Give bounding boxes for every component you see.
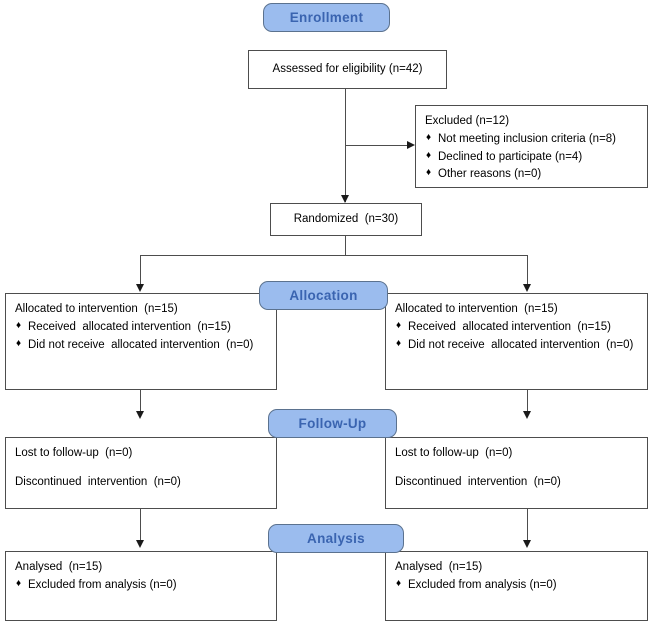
bullet-icon: ♦ — [426, 167, 432, 179]
analysis-right-item-text: Excluded from analysis (n=0) — [408, 578, 557, 591]
stage-banner-analysis-label: Analysis — [307, 531, 365, 546]
analysis-right-title: Analysed (n=15) — [395, 561, 483, 573]
arrowhead-to-excluded — [407, 141, 415, 149]
list-item: ♦ Did not receive allocated intervention … — [395, 337, 638, 355]
followup-right-lost: Lost to follow-up (n=0) — [395, 447, 513, 459]
excluded-reason-text: Declined to participate (n=4) — [438, 150, 583, 163]
arrowhead-left-followup — [136, 411, 144, 419]
box-assessed-for-eligibility: Assessed for eligibility (n=42) — [248, 50, 447, 89]
connector-left-allocation-to-followup — [140, 390, 141, 413]
stage-banner-allocation: Allocation — [259, 281, 388, 310]
connector-right-allocation-to-followup — [527, 390, 528, 413]
bullet-icon: ♦ — [396, 319, 402, 331]
box-analysis-left: Analysed (n=15) ♦ Excluded from analysis … — [5, 551, 277, 621]
connector-randomized-split — [140, 255, 528, 256]
followup-left-lost: Lost to follow-up (n=0) — [15, 447, 133, 459]
arrowhead-left-analysis — [136, 540, 144, 548]
allocation-left-title: Allocated to intervention (n=15) — [15, 303, 178, 315]
allocation-right-item-text: Did not receive allocated intervention (… — [408, 338, 634, 351]
randomized-text: Randomized (n=30) — [293, 212, 399, 225]
arrowhead-right-allocation — [523, 284, 531, 292]
box-analysis-right: Analysed (n=15) ♦ Excluded from analysis … — [385, 551, 648, 621]
bullet-icon: ♦ — [396, 577, 402, 589]
allocation-right-item-text: Received allocated intervention (n=15) — [408, 320, 611, 333]
list-item: ♦ Excluded from analysis (n=0) — [15, 577, 267, 595]
box-randomized: Randomized (n=30) — [270, 203, 422, 236]
allocation-left-list: ♦Received allocated intervention (n=15) … — [15, 319, 267, 355]
connector-randomized-to-right-allocation — [527, 255, 528, 286]
list-item: ♦ Other reasons (n=0) — [425, 166, 638, 184]
analysis-right-list: ♦ Excluded from analysis (n=0) — [395, 577, 638, 595]
analysis-left-item-text: Excluded from analysis (n=0) — [28, 578, 177, 591]
connector-randomized-stem — [345, 236, 346, 255]
bullet-icon: ♦ — [16, 337, 22, 349]
connector-assessed-to-excluded — [345, 145, 409, 146]
allocation-left-item-text: Did not receive allocated intervention (… — [28, 338, 254, 351]
allocation-right-title: Allocated to intervention (n=15) — [395, 303, 558, 315]
connector-right-followup-to-analysis — [527, 509, 528, 542]
analysis-left-title: Analysed (n=15) — [15, 561, 103, 573]
arrowhead-to-randomized — [341, 195, 349, 203]
stage-banner-enrollment-label: Enrollment — [289, 10, 364, 25]
box-followup-left: Lost to follow-up (n=0) Discontinued int… — [5, 437, 277, 509]
stage-banner-enrollment: Enrollment — [263, 3, 390, 32]
box-followup-right: Lost to follow-up (n=0) Discontinued int… — [385, 437, 648, 509]
allocation-left-item-text: Received allocated intervention (n=15) — [28, 320, 231, 333]
followup-right-discontinued: Discontinued intervention (n=0) — [395, 475, 561, 488]
excluded-reason-text: Other reasons (n=0) — [438, 168, 542, 181]
excluded-reason-text: Not meeting inclusion criteria (n=8) — [438, 132, 617, 145]
bullet-icon: ♦ — [16, 319, 22, 331]
bullet-icon: ♦ — [426, 131, 432, 143]
bullet-icon: ♦ — [426, 149, 432, 161]
list-item: ♦ Received allocated intervention (n=15) — [395, 319, 638, 337]
stage-banner-analysis: Analysis — [268, 524, 404, 553]
bullet-icon: ♦ — [16, 577, 22, 589]
list-item: ♦ Declined to participate (n=4) — [425, 149, 638, 167]
stage-banner-allocation-label: Allocation — [289, 288, 358, 303]
excluded-title: Excluded (n=12) — [425, 115, 510, 127]
list-item: ♦ Excluded from analysis (n=0) — [395, 577, 638, 595]
excluded-reasons-list: ♦ Not meeting inclusion criteria (n=8) ♦ D… — [425, 131, 638, 184]
box-excluded: Excluded (n=12) ♦ Not meeting inclusion c… — [415, 105, 648, 188]
assessed-for-eligibility-text: Assessed for eligibility (n=42) — [272, 62, 423, 75]
stage-banner-followup: Follow-Up — [268, 409, 397, 438]
allocation-right-list: ♦Received allocated intervention (n=15) … — [395, 319, 638, 355]
arrowhead-left-allocation — [136, 284, 144, 292]
arrowhead-right-followup — [523, 411, 531, 419]
connector-randomized-to-left-allocation — [140, 255, 141, 286]
connector-left-followup-to-analysis — [140, 509, 141, 542]
bullet-icon: ♦ — [396, 337, 402, 349]
box-allocation-right: Allocated to intervention (n=15) ♦ Receiv… — [385, 293, 648, 390]
analysis-left-list: ♦ Excluded from analysis (n=0) — [15, 577, 267, 595]
arrowhead-right-analysis — [523, 540, 531, 548]
list-item: ♦ Did not receive allocated intervention … — [15, 337, 267, 355]
followup-left-discontinued: Discontinued intervention (n=0) — [15, 475, 181, 488]
list-item: ♦ Received allocated intervention (n=15) — [15, 319, 267, 337]
list-item: ♦ Not meeting inclusion criteria (n=8) — [425, 131, 638, 149]
box-allocation-left: Allocated to intervention (n=15) ♦ Receiv… — [5, 293, 277, 390]
stage-banner-followup-label: Follow-Up — [298, 416, 367, 431]
